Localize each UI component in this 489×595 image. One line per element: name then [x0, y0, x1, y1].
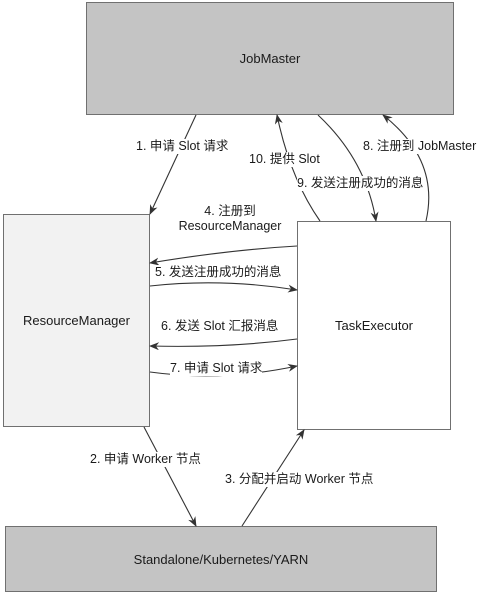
edge-8-label: 8. 注册到 JobMaster	[363, 139, 477, 154]
platform-node: Standalone/Kubernetes/YARN	[5, 526, 437, 592]
edge-3-label: 3. 分配并启动 Worker 节点	[225, 472, 374, 487]
jobmaster-node: JobMaster	[86, 2, 454, 115]
task-executor-node: TaskExecutor	[297, 221, 451, 430]
task-executor-label: TaskExecutor	[334, 318, 414, 333]
resource-manager-node: ResourceManager	[3, 214, 150, 427]
edge-6-arrow	[149, 338, 298, 351]
edge-10-arrow	[274, 114, 321, 222]
edge-10-label: 10. 提供 Slot	[249, 152, 320, 167]
edge-1-label: 1. 申请 Slot 请求	[136, 139, 229, 154]
edge-9-arrow	[317, 114, 379, 222]
edge-6-label: 6. 发送 Slot 汇报消息	[161, 319, 279, 334]
edge-8-arrow	[382, 114, 430, 222]
jobmaster-label: JobMaster	[239, 51, 301, 66]
edge-4-label-line2: ResourceManager	[178, 219, 282, 233]
edge-4-label-line1: 4. 注册到	[204, 204, 256, 218]
edge-9-label: 9. 发送注册成功的消息	[297, 176, 424, 191]
edge-5-label: 5. 发送注册成功的消息	[155, 265, 282, 280]
resource-manager-label: ResourceManager	[23, 313, 130, 328]
edge-4-arrow	[149, 245, 298, 266]
edge-5-arrow	[149, 282, 298, 293]
platform-label: Standalone/Kubernetes/YARN	[133, 551, 309, 567]
edge-7-label: 7. 申请 Slot 请求	[170, 361, 263, 376]
edge-2-arrow	[143, 426, 197, 527]
edge-1-arrow	[149, 114, 197, 215]
edge-2-label: 2. 申请 Worker 节点	[90, 452, 201, 467]
edge-4-label: 4. 注册到 ResourceManager	[170, 204, 290, 234]
